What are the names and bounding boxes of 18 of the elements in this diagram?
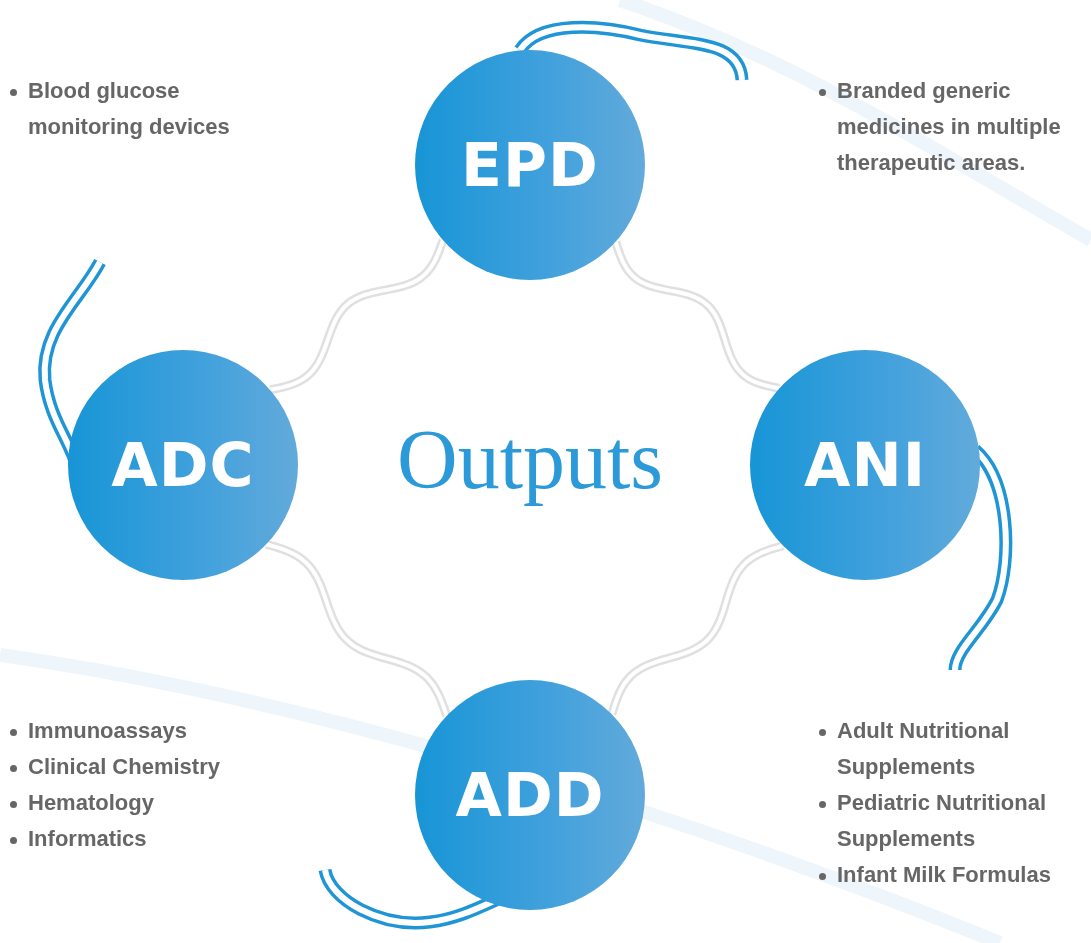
bullet-item: Immunoassays (6, 713, 296, 749)
division-code: EPD (461, 130, 599, 200)
bullet-item: Hematology (6, 785, 296, 821)
center-title: Outputs (396, 412, 664, 508)
bullet-item: Infant Milk Formulas (815, 857, 1091, 893)
bullet-item: Branded generic medicines in multiple therapeutic areas. (815, 73, 1091, 181)
division-code: ADC (111, 430, 255, 500)
wavy-connector (269, 238, 448, 395)
bullet-item: Pediatric Nutritional Supplements (815, 785, 1091, 857)
division-code: ANI (804, 430, 926, 500)
wavy-connector (265, 539, 451, 718)
bullet-item: Adult Nutritional Supplements (815, 713, 1091, 785)
division-code: ADD (455, 760, 605, 830)
bullet-item: Clinical Chemistry (6, 749, 296, 785)
bullet-item: Blood glucose monitoring devices (6, 73, 296, 145)
wavy-connector (611, 240, 781, 393)
bullet-item: Informatics (6, 821, 296, 857)
wavy-connector (607, 541, 785, 716)
